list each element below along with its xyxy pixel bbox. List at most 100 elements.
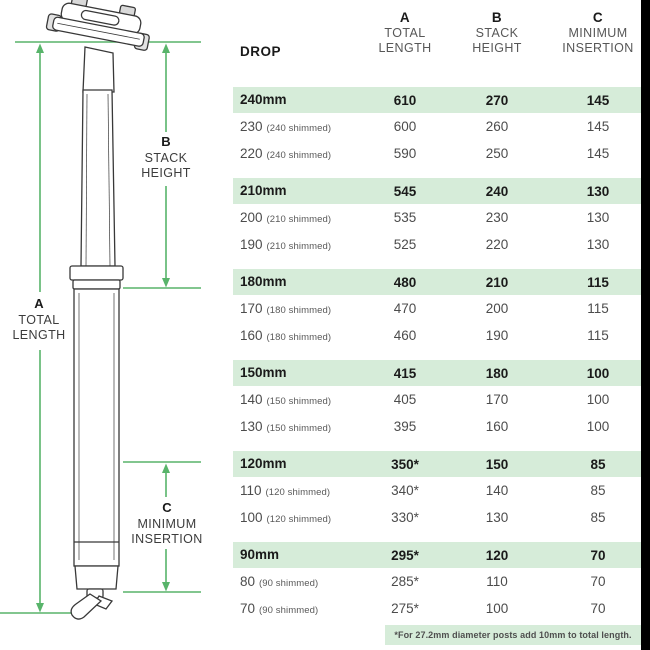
column-letter-c: C (592, 10, 604, 25)
value-a: 600 (393, 119, 417, 134)
drop-cell: 120mm (240, 451, 287, 477)
value-c: 100 (586, 392, 610, 407)
value-a: 460 (393, 328, 417, 343)
value-b: 140 (485, 483, 509, 498)
value-a: 350* (391, 456, 419, 472)
drop-value: 70 (240, 601, 256, 616)
shim-note: (120 shimmed) (265, 487, 331, 498)
drop-cell: 210mm (240, 178, 287, 204)
drop-value: 110 (240, 483, 262, 498)
value-b: 260 (485, 119, 509, 134)
column-a-label1: TOTAL (384, 25, 426, 40)
value-b: 230 (485, 210, 509, 225)
value-a: 295* (391, 547, 419, 563)
column-header-total-length: A TOTAL LENGTH (357, 10, 453, 57)
footnote: *For 27.2mm diameter posts add 10mm to t… (385, 625, 641, 645)
value-b: 240 (485, 183, 509, 199)
value-b: 200 (485, 301, 509, 316)
value-a: 590 (393, 146, 417, 161)
table-row: 230(240 shimmed) 600 260 145 (233, 113, 641, 140)
drop-cell: 150mm (240, 360, 287, 386)
value-c: 145 (586, 119, 610, 134)
dimension-label-stack-height: B STACK HEIGHT (121, 134, 211, 182)
shim-note: (240 shimmed) (266, 123, 332, 134)
value-b: 180 (485, 365, 509, 381)
value-a: 545 (393, 183, 417, 199)
value-c: 130 (586, 183, 610, 199)
drop-cell: 170(180 shimmed) (240, 295, 331, 322)
value-b: 110 (486, 574, 508, 589)
right-edge-bar (641, 0, 650, 650)
column-c-label1: MINIMUM (568, 25, 628, 40)
value-c: 115 (587, 301, 609, 316)
value-a: 395 (393, 419, 417, 434)
drop-value: 220 (240, 146, 263, 161)
dim-a-line2: LENGTH (12, 328, 66, 342)
drop-cell: 220(240 shimmed) (240, 140, 331, 167)
value-c: 85 (590, 510, 606, 525)
table-group: 210mm 545 240 130 200(210 shimmed) 535 230 130 1… (233, 178, 641, 258)
shim-note: (180 shimmed) (266, 332, 332, 343)
value-c: 85 (590, 456, 606, 472)
shim-note: (240 shimmed) (266, 150, 332, 161)
dropper-post-diagram: A TOTAL LENGTH B STACK HEIGHT C MINIMUM … (0, 0, 233, 650)
drop-cell: 200(210 shimmed) (240, 204, 331, 231)
value-c: 115 (587, 274, 609, 290)
value-b: 220 (485, 237, 509, 252)
table-row: 100(120 shimmed) 330* 130 85 (233, 504, 641, 531)
dimension-label-minimum-insertion: C MINIMUM INSERTION (120, 500, 214, 548)
column-c-label2: INSERTION (562, 41, 634, 55)
drop-cell: 140(150 shimmed) (240, 386, 331, 413)
value-c: 70 (590, 601, 606, 616)
value-c: 70 (590, 547, 606, 563)
value-b: 190 (485, 328, 509, 343)
value-a: 330* (391, 510, 419, 525)
drop-cell: 100(120 shimmed) (240, 504, 331, 531)
dim-letter-b: B (161, 134, 171, 149)
shim-note: (120 shimmed) (266, 514, 332, 525)
shim-note: (90 shimmed) (259, 605, 319, 616)
shim-note: (210 shimmed) (266, 214, 332, 225)
value-c: 70 (590, 574, 606, 589)
value-b: 130 (485, 510, 509, 525)
drop-value: 200 (240, 210, 263, 225)
column-header-minimum-insertion: C MINIMUM INSERTION (550, 10, 646, 57)
drop-value: 150mm (240, 365, 287, 380)
drop-value: 230 (240, 119, 263, 134)
dim-letter-a: A (34, 296, 44, 311)
dim-c-line2: INSERTION (131, 532, 203, 546)
value-b: 120 (485, 547, 509, 563)
drop-value: 160 (240, 328, 263, 343)
drop-value: 100 (240, 510, 263, 525)
value-b: 250 (485, 146, 509, 161)
value-c: 145 (586, 146, 610, 161)
drop-cell: 230(240 shimmed) (240, 113, 331, 140)
value-a: 415 (393, 365, 417, 381)
value-c: 130 (586, 210, 610, 225)
drop-value: 130 (240, 419, 263, 434)
value-c: 115 (587, 328, 609, 343)
drop-cell: 160(180 shimmed) (240, 322, 331, 349)
value-a: 275* (391, 601, 419, 616)
value-a: 535 (393, 210, 417, 225)
table-row: 200(210 shimmed) 535 230 130 (233, 204, 641, 231)
value-a: 470 (393, 301, 417, 316)
value-a: 525 (393, 237, 417, 252)
column-a-label2: LENGTH (378, 41, 432, 55)
dimension-lines (0, 41, 201, 614)
column-header-stack-height: B STACK HEIGHT (449, 10, 545, 57)
table-row-highlight: 210mm 545 240 130 (233, 178, 641, 204)
value-c: 85 (590, 483, 606, 498)
drop-cell: 130(150 shimmed) (240, 413, 331, 440)
dropper-post-drawing (0, 0, 201, 620)
value-c: 130 (586, 237, 610, 252)
